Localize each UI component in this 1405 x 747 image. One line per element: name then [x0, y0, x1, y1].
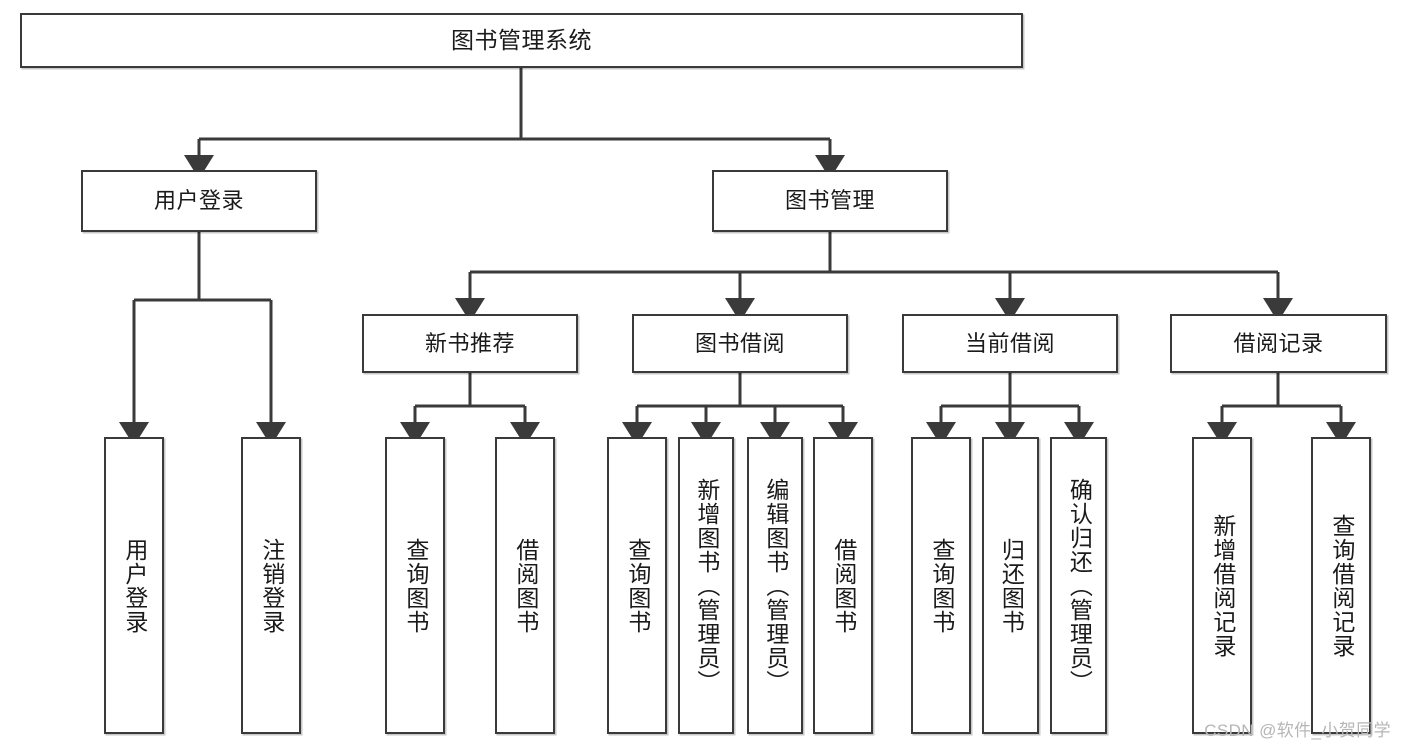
node-label: 注销登录	[258, 537, 285, 634]
leaf-borrow-book[interactable]: 借阅图书	[813, 437, 873, 734]
node-label: 借阅图书	[830, 537, 857, 634]
node-label: 图书借阅	[694, 330, 785, 356]
leaf-add-book-admin[interactable]: 新增图书（管理员）	[678, 437, 734, 734]
node-user-login[interactable]: 用户登录	[81, 170, 317, 232]
node-label: 新书推荐	[424, 330, 515, 356]
node-label: 查询图书	[624, 537, 651, 634]
node-root-system[interactable]: 图书管理系统	[20, 13, 1023, 68]
node-label: 查询图书	[402, 537, 429, 634]
leaf-user-login[interactable]: 用户登录	[104, 437, 164, 734]
node-label: 用户登录	[121, 537, 148, 634]
node-label: 确认归还（管理员）	[1066, 477, 1093, 694]
node-label: 查询借阅记录	[1328, 513, 1355, 658]
leaf-query-book-recommend[interactable]: 查询图书	[385, 437, 445, 734]
leaf-confirm-return-admin[interactable]: 确认归还（管理员）	[1050, 437, 1107, 734]
node-borrow-records[interactable]: 借阅记录	[1170, 314, 1387, 373]
node-label: 用户登录	[153, 188, 244, 214]
node-book-management[interactable]: 图书管理	[712, 170, 948, 232]
node-label: 新增借阅记录	[1209, 513, 1236, 658]
node-label: 借阅记录	[1233, 330, 1324, 356]
node-current-borrow[interactable]: 当前借阅	[902, 314, 1118, 373]
node-label: 查询图书	[928, 537, 955, 634]
leaf-edit-book-admin[interactable]: 编辑图书（管理员）	[747, 437, 803, 734]
leaf-query-book-current[interactable]: 查询图书	[911, 437, 971, 734]
leaf-query-borrow-record[interactable]: 查询借阅记录	[1311, 437, 1371, 734]
node-label: 新增图书（管理员）	[693, 477, 720, 694]
node-label: 归还图书	[998, 537, 1025, 634]
leaf-borrow-book-recommend[interactable]: 借阅图书	[495, 437, 555, 734]
node-book-borrow[interactable]: 图书借阅	[632, 314, 848, 373]
leaf-add-borrow-record[interactable]: 新增借阅记录	[1192, 437, 1252, 734]
leaf-logout-login[interactable]: 注销登录	[241, 437, 301, 734]
node-label: 编辑图书（管理员）	[762, 477, 789, 694]
leaf-query-book-borrow[interactable]: 查询图书	[607, 437, 667, 734]
watermark-text: CSDN @软件_小贺同学	[1204, 721, 1391, 740]
node-label: 当前借阅	[964, 330, 1055, 356]
node-label: 图书管理系统	[451, 27, 592, 54]
node-new-book-recommend[interactable]: 新书推荐	[362, 314, 578, 373]
node-label: 图书管理	[784, 188, 875, 214]
leaf-return-book[interactable]: 归还图书	[982, 437, 1039, 734]
node-label: 借阅图书	[512, 537, 539, 634]
